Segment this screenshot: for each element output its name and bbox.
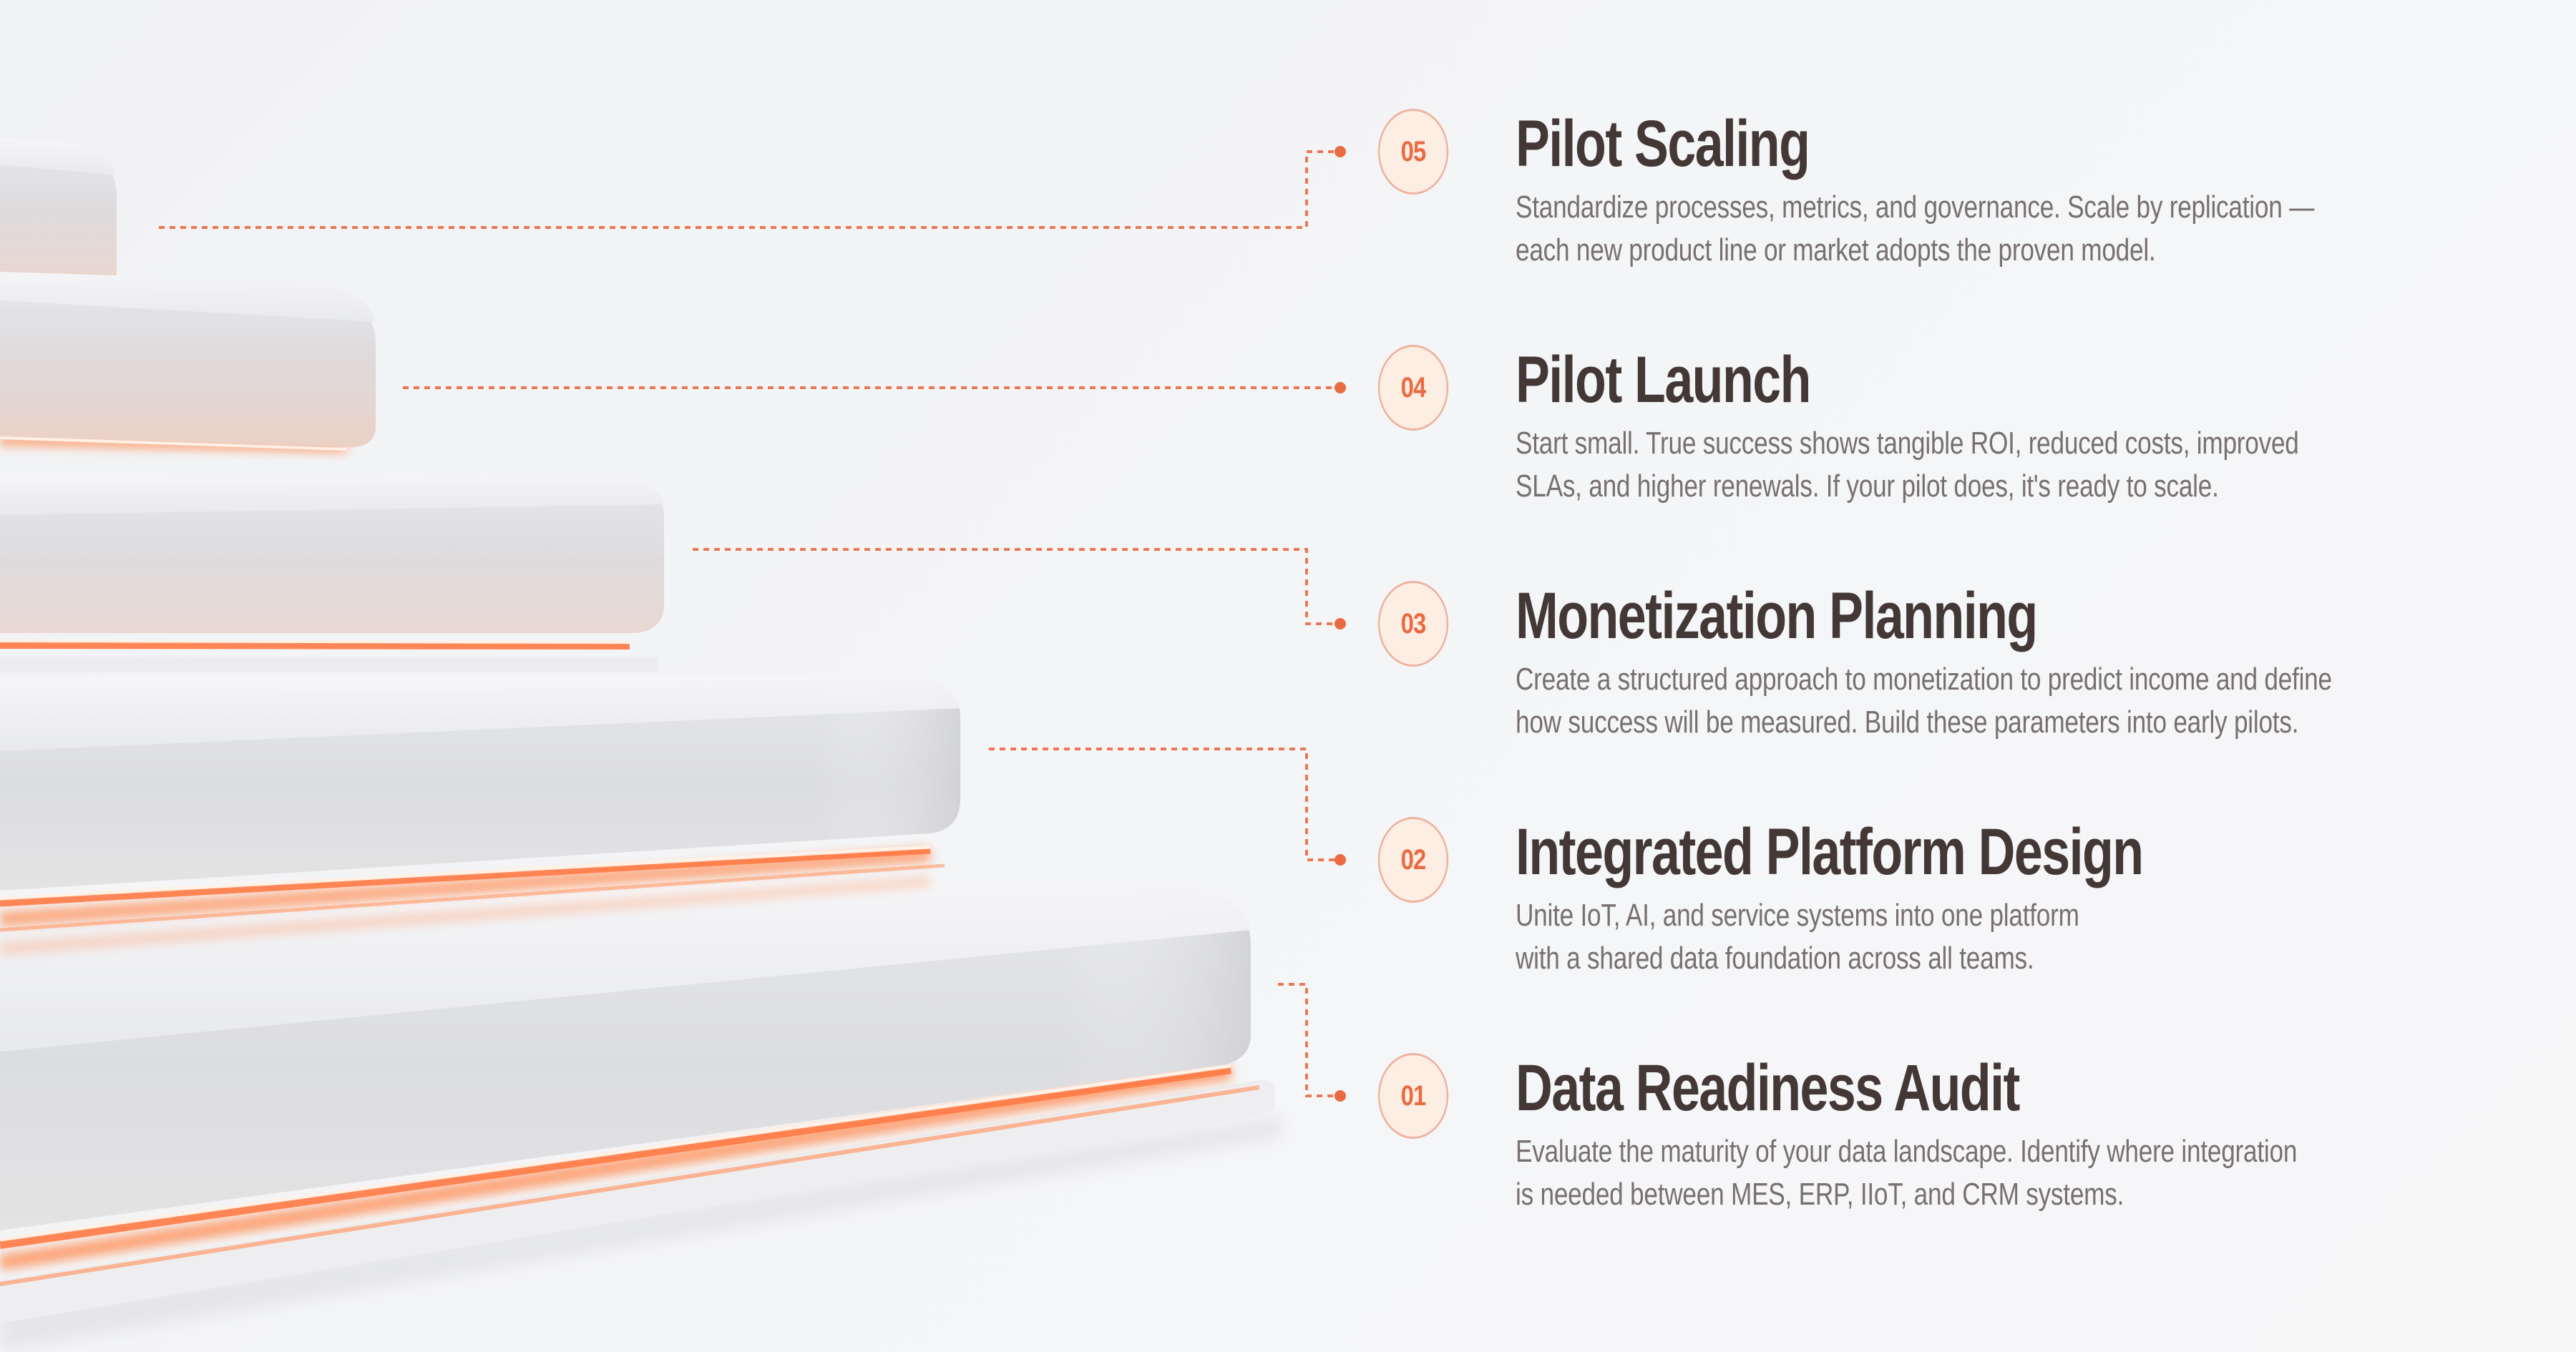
step-number-badge: 01 — [1377, 1053, 1449, 1139]
step-description-line: Evaluate the maturity of your data lands… — [1516, 1134, 2298, 1169]
step-number: 04 — [1400, 371, 1427, 403]
connector-dot-05 — [1335, 146, 1346, 157]
step-number: 01 — [1400, 1079, 1427, 1112]
step-title: Pilot Scaling — [1516, 107, 1810, 180]
step-title: Integrated Platform Design — [1516, 815, 2144, 888]
step-title: Pilot Launch — [1516, 343, 1811, 416]
step-description-line: how success will be measured. Build thes… — [1516, 705, 2299, 740]
step-number-badge: 05 — [1377, 109, 1449, 195]
connector-dot-03 — [1335, 618, 1346, 630]
step-description: Create a structured approach to monetiza… — [1516, 658, 2523, 744]
step-number: 02 — [1400, 843, 1427, 876]
step-description: Evaluate the maturity of your data lands… — [1516, 1130, 2523, 1216]
step-description-line: SLAs, and higher renewals. If your pilot… — [1516, 469, 2219, 504]
step-description: Standardize processes, metrics, and gove… — [1516, 186, 2523, 272]
step-04: 04 Pilot Launch Start small. True succes… — [1370, 343, 2544, 559]
step-title: Monetization Planning — [1516, 579, 2038, 652]
step-description-line: Standardize processes, metrics, and gove… — [1516, 190, 2315, 225]
step-description-line: Unite IoT, AI, and service systems into … — [1516, 898, 2079, 933]
connector-dot-02 — [1335, 854, 1346, 866]
connector-dot-01 — [1335, 1090, 1346, 1102]
step-description-line: Create a structured approach to monetiza… — [1516, 662, 2332, 697]
step-description: Unite IoT, AI, and service systems into … — [1516, 894, 2523, 980]
step-05: 05 Pilot Scaling Standardize processes, … — [1370, 107, 2544, 323]
step-description: Start small. True success shows tangible… — [1516, 422, 2523, 508]
step-title: Data Readiness Audit — [1516, 1052, 2020, 1125]
step-number-badge: 04 — [1377, 345, 1449, 431]
step-number: 05 — [1400, 135, 1427, 167]
step-description-line: each new product line or market adopts t… — [1516, 232, 2156, 268]
step-number-badge: 03 — [1377, 581, 1449, 667]
step-description-line: with a shared data foundation across all… — [1516, 941, 2034, 976]
connector-dot-04 — [1335, 382, 1346, 393]
step-03: 03 Monetization Planning Create a struct… — [1370, 579, 2544, 795]
step-description-line: is needed between MES, ERP, IIoT, and CR… — [1516, 1177, 2124, 1212]
step-01: 01 Data Readiness Audit Evaluate the mat… — [1370, 1052, 2544, 1268]
step-number: 03 — [1400, 607, 1427, 640]
step-02: 02 Integrated Platform Design Unite IoT,… — [1370, 815, 2544, 1032]
step-description-line: Start small. True success shows tangible… — [1516, 426, 2299, 461]
staircase-illustration — [0, 137, 1281, 1352]
step-number-badge: 02 — [1377, 817, 1449, 903]
